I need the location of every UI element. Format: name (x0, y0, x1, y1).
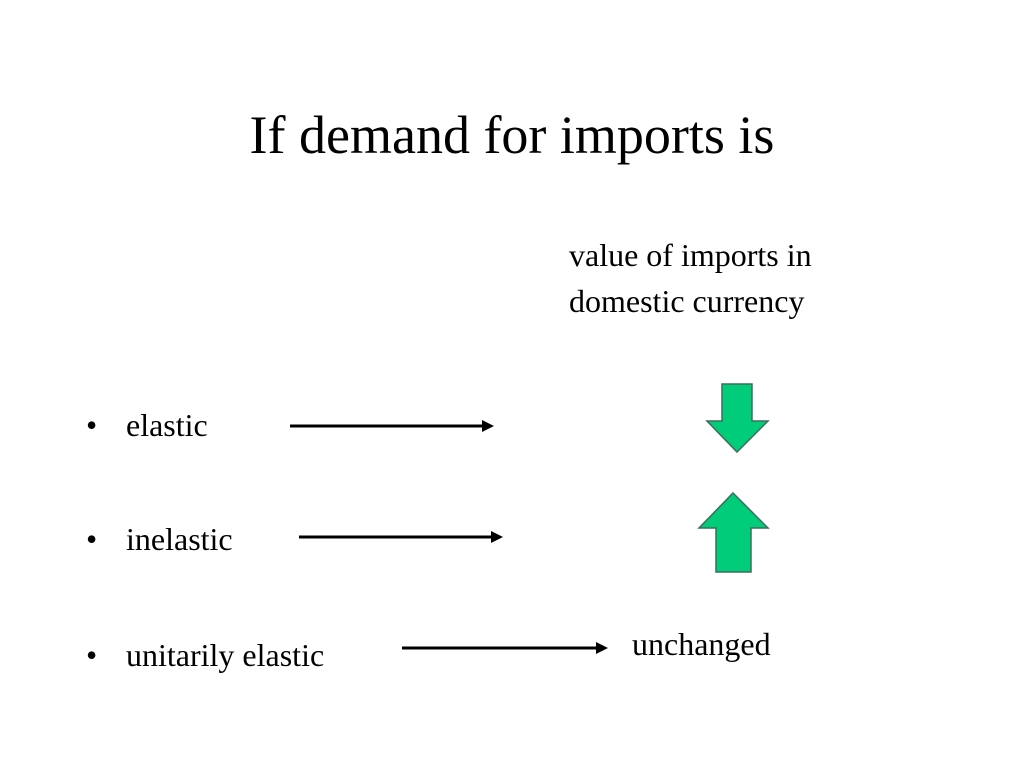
up-arrow-icon (697, 491, 770, 573)
bullet-glyph: • (86, 407, 98, 443)
bullet-label-inelastic: inelastic (126, 521, 233, 557)
right-arrow-icon (299, 531, 503, 543)
bullet-item-inelastic: • inelastic (86, 519, 233, 559)
bullet-label-elastic: elastic (126, 407, 208, 443)
down-arrow-icon (705, 383, 770, 454)
bullet-item-unitarily-elastic: • unitarily elastic (86, 635, 324, 675)
result-unchanged: unchanged (632, 626, 771, 662)
right-arrow-icon (402, 642, 608, 654)
column-header-line-1: value of imports in (569, 237, 812, 273)
slide-title: If demand for imports is (249, 105, 775, 165)
bullet-label-unitarily-elastic: unitarily elastic (126, 637, 325, 673)
right-arrow-icon (290, 420, 494, 432)
column-header-line-2: domestic currency (569, 283, 805, 319)
bullet-glyph: • (86, 521, 98, 557)
bullet-item-elastic: • elastic (86, 405, 208, 445)
column-header: value of imports in domestic currency (569, 232, 989, 324)
bullet-glyph: • (86, 637, 98, 673)
